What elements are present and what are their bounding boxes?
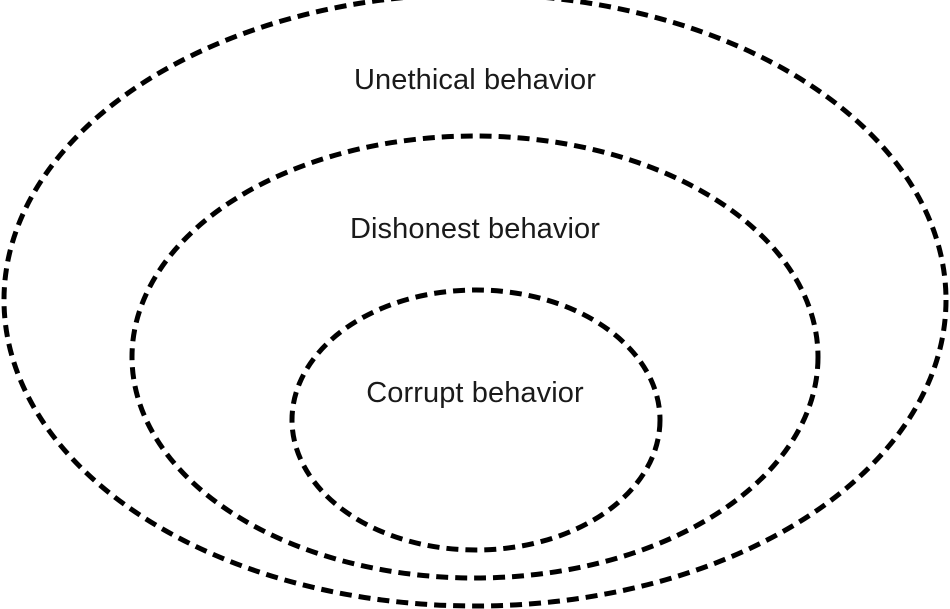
ring-label-dishonest-behavior: Dishonest behavior <box>349 213 601 245</box>
ring-label-corrupt-behavior: Corrupt behavior <box>366 377 584 409</box>
ring-label-unethical-behavior: Unethical behavior <box>354 64 596 96</box>
ellipse-middle-dishonest <box>129 133 821 581</box>
ellipse-inner-corrupt <box>289 287 663 553</box>
